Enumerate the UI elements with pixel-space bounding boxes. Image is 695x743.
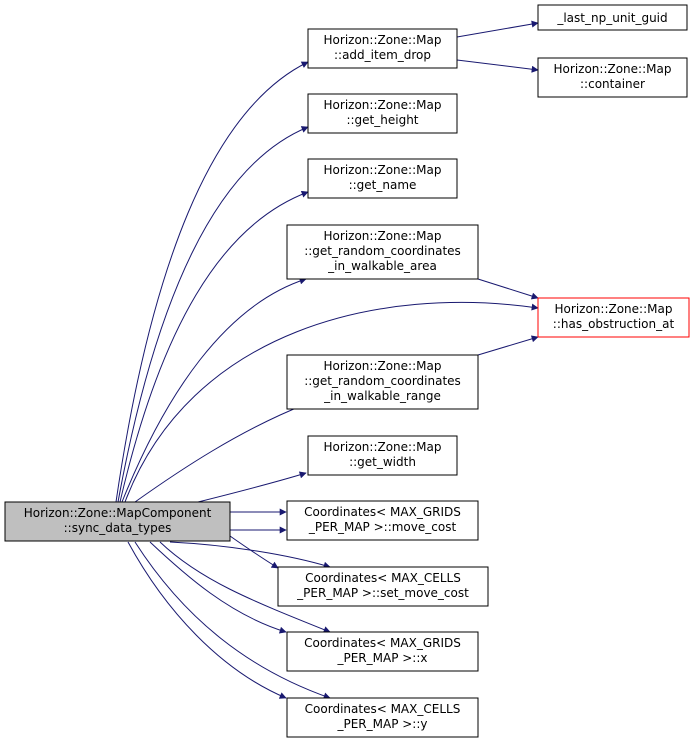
node-add-item-drop-line2: ::add_item_drop	[334, 48, 431, 62]
node-get-width-line2: ::get_width	[349, 455, 416, 469]
edge-root-get-width	[197, 471, 307, 503]
edge-root-set-move-cost-2	[169, 541, 331, 569]
node-coord-y-line1: Coordinates< MAX_CELLS	[305, 702, 461, 716]
node-get-random-area-line3: _in_walkable_area	[327, 259, 437, 273]
node-move-cost-line1: Coordinates< MAX_GRIDS	[304, 505, 461, 519]
node-coord-x[interactable]: Coordinates< MAX_GRIDS _PER_MAP >::x	[286, 631, 479, 672]
node-add-item-drop[interactable]: Horizon::Zone::Map ::add_item_drop	[307, 28, 458, 69]
edges	[115, 20, 539, 700]
node-root-line1: Horizon::Zone::MapComponent	[24, 506, 212, 520]
node-add-item-drop-line1: Horizon::Zone::Map	[324, 33, 442, 47]
node-has-obstruction-at[interactable]: Horizon::Zone::Map ::has_obstruction_at	[537, 297, 690, 338]
edge-get-random-area-has-obstruction	[477, 278, 539, 300]
node-get-name[interactable]: Horizon::Zone::Map ::get_name	[307, 158, 458, 199]
node-has-obstruction-at-line2: ::has_obstruction_at	[553, 317, 675, 331]
node-last-np-unit-guid[interactable]: _last_np_unit_guid	[537, 4, 688, 31]
edge-root-coord-x-2	[159, 541, 331, 633]
node-get-height[interactable]: Horizon::Zone::Map ::get_height	[307, 93, 458, 134]
edge-root-get-name	[119, 190, 309, 503]
node-container[interactable]: Horizon::Zone::Map ::container	[537, 57, 688, 98]
node-get-random-range-line1: Horizon::Zone::Map	[324, 359, 442, 373]
node-coord-x-line1: Coordinates< MAX_GRIDS	[304, 636, 461, 650]
node-container-line2: ::container	[580, 77, 645, 91]
edge-root-get-random-area	[121, 277, 307, 503]
node-set-move-cost[interactable]: Coordinates< MAX_CELLS _PER_MAP >::set_m…	[277, 566, 489, 607]
node-move-cost-line2: _PER_MAP >::move_cost	[308, 520, 457, 534]
node-get-width-line1: Horizon::Zone::Map	[324, 440, 442, 454]
node-get-random-range-line2: ::get_random_coordinates	[304, 374, 461, 388]
node-get-random-range-line3: _in_walkable_range	[323, 389, 441, 403]
edge-get-random-range-has-obstruction	[477, 335, 539, 356]
node-get-name-line1: Horizon::Zone::Map	[324, 163, 442, 177]
edge-root-get-random-range	[134, 403, 307, 503]
edge-root-set-move-cost-1	[229, 535, 279, 569]
edge-add-item-drop-last-np	[456, 20, 539, 38]
edge-root-add-item-drop	[115, 61, 309, 503]
node-get-name-line2: ::get_name	[349, 178, 417, 192]
node-container-line1: Horizon::Zone::Map	[554, 62, 672, 76]
node-move-cost[interactable]: Coordinates< MAX_GRIDS _PER_MAP >::move_…	[286, 500, 479, 541]
node-get-random-area-line2: ::get_random_coordinates	[304, 244, 461, 258]
node-get-random-range[interactable]: Horizon::Zone::Map ::get_random_coordina…	[286, 354, 479, 410]
node-get-random-area-line1: Horizon::Zone::Map	[324, 229, 442, 243]
node-root-line2: ::sync_data_types	[64, 521, 172, 535]
node-coord-y[interactable]: Coordinates< MAX_CELLS _PER_MAP >::y	[286, 697, 479, 738]
node-get-height-line1: Horizon::Zone::Map	[324, 98, 442, 112]
edge-add-item-drop-container	[456, 59, 539, 73]
edge-root-coord-y-2	[134, 541, 331, 700]
node-get-height-line2: ::get_height	[346, 113, 418, 127]
node-get-random-area[interactable]: Horizon::Zone::Map ::get_random_coordina…	[286, 224, 479, 280]
node-root[interactable]: Horizon::Zone::MapComponent ::sync_data_…	[4, 501, 231, 542]
node-get-width[interactable]: Horizon::Zone::Map ::get_width	[307, 435, 458, 476]
node-has-obstruction-at-line1: Horizon::Zone::Map	[555, 302, 673, 316]
node-last-np-unit-guid-line1: _last_np_unit_guid	[556, 11, 667, 25]
node-set-move-cost-line2: _PER_MAP >::set_move_cost	[296, 586, 469, 600]
edge-root-get-height	[117, 126, 309, 503]
node-coord-y-line2: _PER_MAP >::y	[336, 717, 427, 731]
edge-root-coord-y-1	[127, 541, 287, 699]
edge-root-has-obstruction	[124, 301, 539, 503]
node-coord-x-line2: _PER_MAP >::x	[336, 651, 427, 665]
node-set-move-cost-line1: Coordinates< MAX_CELLS	[305, 571, 461, 585]
edge-root-coord-x-1	[149, 541, 287, 634]
